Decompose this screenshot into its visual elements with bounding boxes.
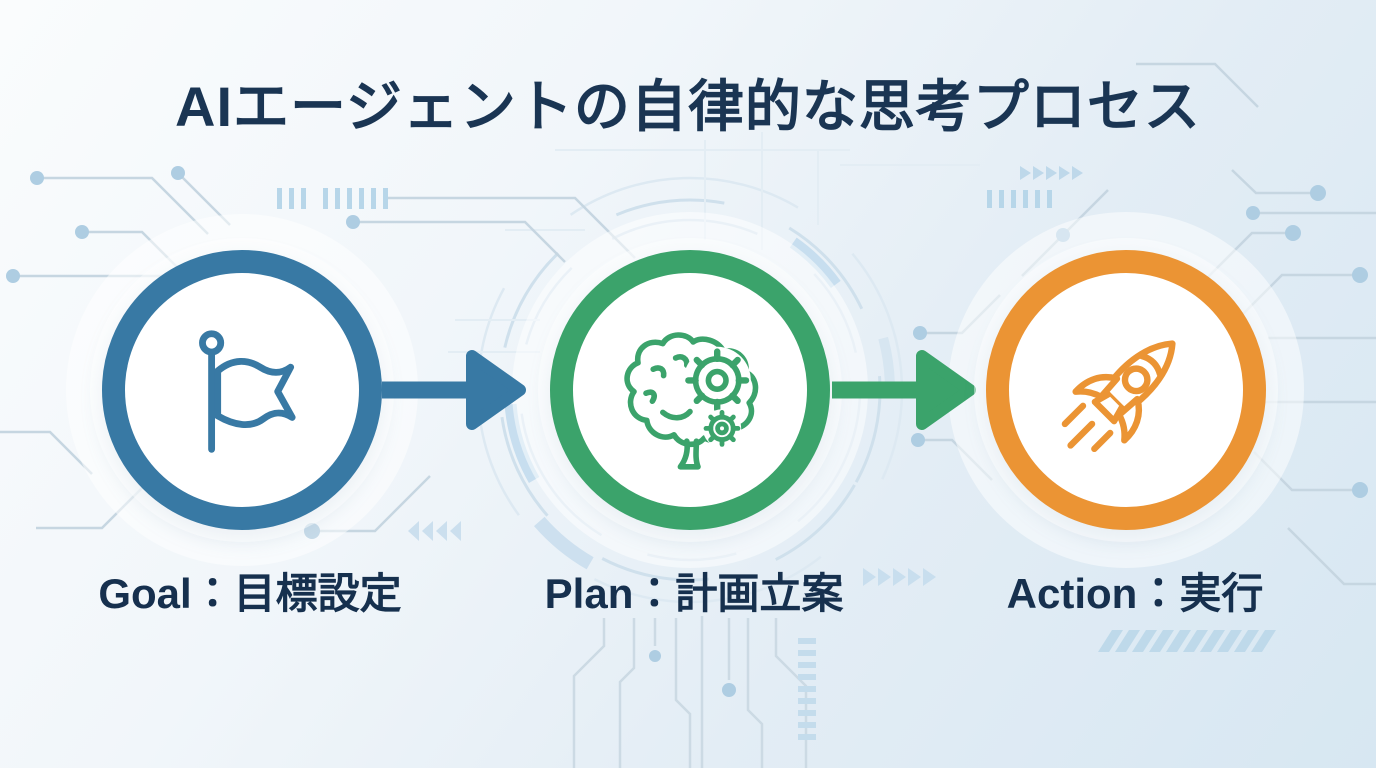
dash-column-decoration [798, 638, 816, 740]
chevron-right-cluster-icon [1020, 166, 1083, 180]
chevron-left-cluster-icon [408, 521, 461, 541]
goal-circle [102, 250, 382, 530]
page-title: AIエージェントの自律的な思考プロセス [175, 75, 1201, 138]
goal-label: Goal：目標設定 [98, 570, 402, 617]
arrow-plan-to-action [832, 350, 976, 430]
chevron-right-cluster2-icon [863, 568, 936, 586]
plan-label: Plan：計画立案 [544, 570, 844, 617]
hatch-decoration [1098, 630, 1276, 652]
circuit-dots-decoration [6, 166, 1368, 697]
brain-gears-icon [624, 332, 759, 470]
plan-circle [550, 250, 830, 530]
tick-bars-decoration [277, 188, 1052, 209]
flag-icon [199, 330, 296, 453]
rocket-icon [1061, 340, 1176, 453]
circuit-traces-bottom-decoration [572, 616, 808, 768]
action-label: Action：実行 [1006, 570, 1264, 617]
action-circle [986, 250, 1266, 530]
arrow-goal-to-plan [382, 350, 526, 430]
